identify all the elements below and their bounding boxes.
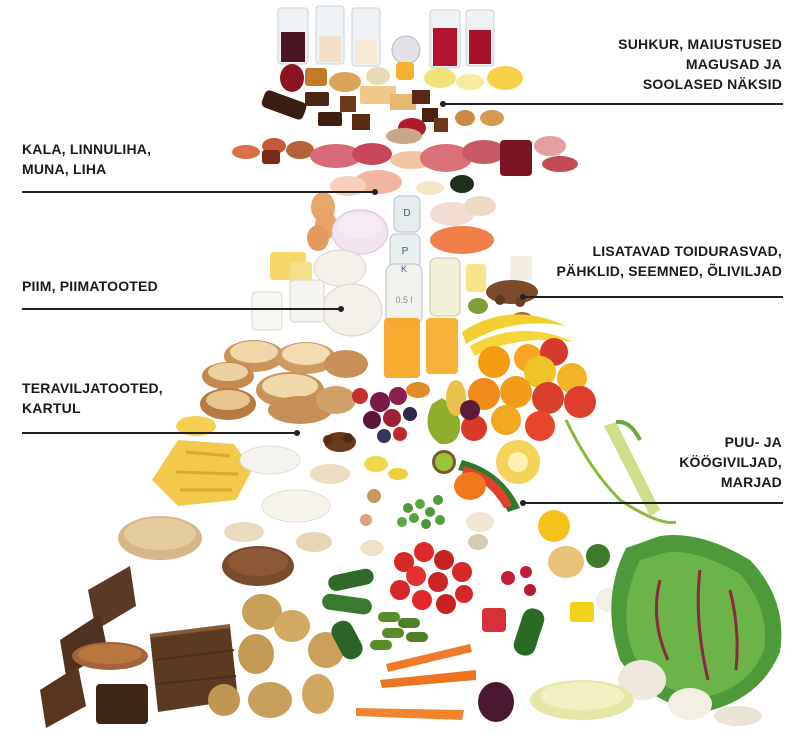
leader-dairy: [22, 308, 342, 310]
label-protein-line-1: KALA, LINNULIHA,: [22, 139, 151, 159]
milk-bottles: D P K 0.5 l: [386, 196, 422, 324]
label-protein-line-2: MUNA, LIHA: [22, 159, 151, 179]
label-sweets-line-1: SUHKUR, MAIUSTUSED: [618, 34, 782, 54]
leader-dairy-dot: [338, 306, 344, 312]
leader-sweets: [444, 103, 783, 105]
rye-bread: [40, 566, 238, 728]
label-grains-line-1: TERAVILJATOOTED,: [22, 378, 163, 398]
label-dairy: PIIM, PIIMATOOTED: [22, 276, 158, 296]
label-sweets-line-2: MAGUSAD JA: [618, 54, 782, 74]
label-protein: KALA, LINNULIHA, MUNA, LIHA: [22, 139, 151, 179]
bottle-letter-d: D: [403, 208, 410, 219]
leader-protein: [22, 191, 375, 193]
leader-sweets-dot: [440, 101, 446, 107]
vegetables: [321, 456, 781, 726]
leader-protein-dot: [372, 189, 378, 195]
label-fats: LISATAVAD TOIDURASVAD, PÄHKLID, SEEMNED,…: [556, 241, 782, 281]
leader-fats-dot: [520, 294, 526, 300]
leader-fats: [524, 296, 783, 298]
label-grains: TERAVILJATOOTED, KARTUL: [22, 378, 163, 418]
label-produce-line-1: PUU- JA: [679, 432, 782, 452]
bottle-letter-k: K: [401, 264, 407, 274]
leader-produce: [524, 502, 783, 504]
tomatoes: [390, 542, 473, 614]
leader-produce-dot: [520, 500, 526, 506]
label-fats-line-1: LISATAVAD TOIDURASVAD,: [556, 241, 782, 261]
label-produce-line-2: KÖÖGIVILJAD,: [679, 452, 782, 472]
label-fats-line-2: PÄHKLID, SEEMNED, ÕLIVILJAD: [556, 261, 782, 281]
leader-grains-dot: [294, 430, 300, 436]
label-sweets: SUHKUR, MAIUSTUSED MAGUSAD JA SOOLASED N…: [618, 34, 782, 94]
bottle-volume: 0.5 l: [395, 295, 412, 305]
leader-grains: [22, 432, 297, 434]
label-grains-line-2: KARTUL: [22, 398, 163, 418]
label-produce-line-3: MARJAD: [679, 472, 782, 492]
label-dairy-line-1: PIIM, PIIMATOOTED: [22, 276, 158, 296]
label-sweets-line-3: SOOLASED NÄKSID: [618, 74, 782, 94]
label-produce: PUU- JA KÖÖGIVILJAD, MARJAD: [679, 432, 782, 492]
drink-glasses: [278, 6, 494, 68]
carrots: [356, 644, 476, 720]
sweets-snacks: [260, 62, 523, 138]
pasta: [152, 416, 252, 506]
sweets-tier: [260, 6, 523, 138]
peas: [397, 495, 445, 529]
bottle-letter-p: P: [402, 246, 409, 257]
